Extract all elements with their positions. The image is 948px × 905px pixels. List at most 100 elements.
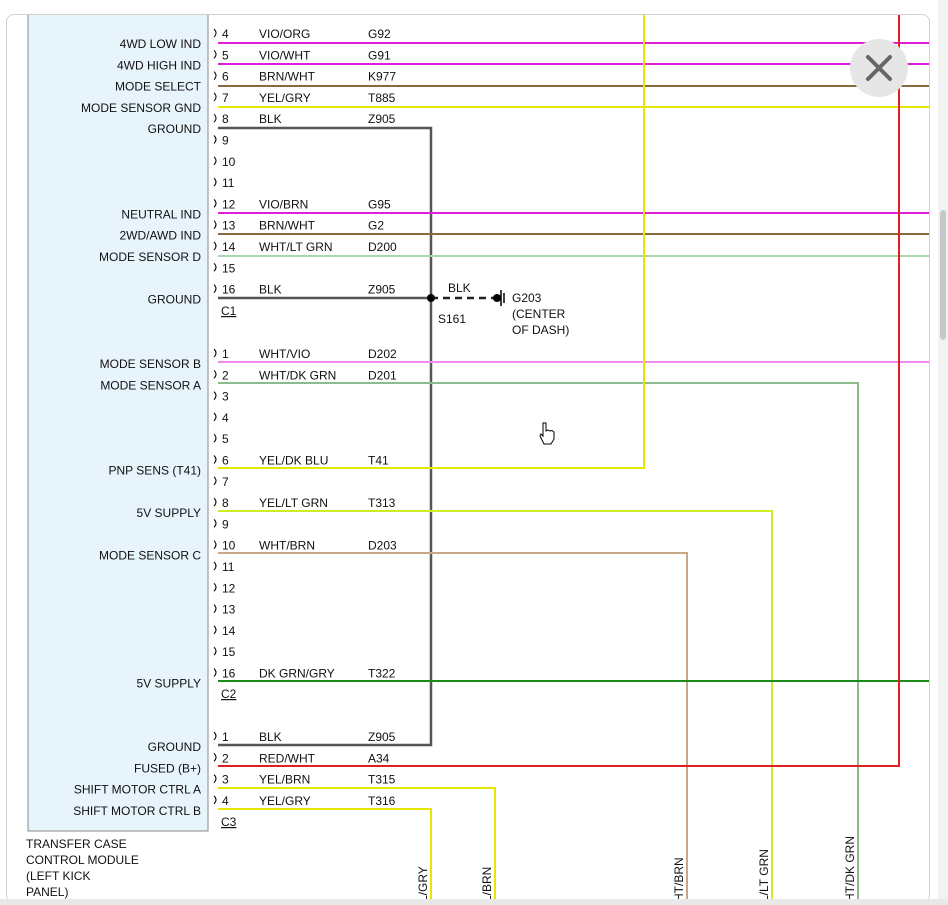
circuit-number: D200 <box>368 240 397 254</box>
circuit-number: T316 <box>368 794 396 808</box>
circuit-number: D202 <box>368 347 397 361</box>
circuit-number: G2 <box>368 219 384 233</box>
pin-number: 13 <box>222 219 236 233</box>
ground-location-2: OF DASH) <box>512 323 569 337</box>
pin-function-label: 4WD LOW IND <box>120 37 202 51</box>
pin-cavity-mark <box>213 262 217 272</box>
close-button[interactable] <box>850 39 908 97</box>
wire-color-code: WHT/DK GRN <box>259 368 336 382</box>
close-icon <box>866 55 892 81</box>
pin-cavity-mark <box>213 391 217 400</box>
pin-function-label: 5V SUPPLY <box>137 506 201 520</box>
pin-number: 1 <box>222 347 229 361</box>
wire-color-code: VIO/BRN <box>259 197 308 211</box>
pin-number: 16 <box>222 667 236 681</box>
circuit-number: K977 <box>368 70 396 84</box>
wire-c3-3 <box>218 787 496 902</box>
pin-cavity-mark <box>213 731 217 741</box>
wire-color-code: YEL/LT GRN <box>259 496 328 510</box>
pin-number: 15 <box>222 261 236 275</box>
pin-function-label: PNP SENS (T41) <box>109 464 201 478</box>
pin-number: 11 <box>222 560 235 574</box>
pin-cavity-mark <box>213 561 217 571</box>
pin-cavity-mark <box>213 113 217 123</box>
module-name-4: PANEL) <box>26 885 68 899</box>
pin-number: 15 <box>222 645 236 659</box>
circuit-number: Z905 <box>368 283 396 297</box>
wire-color-code: BLK <box>259 283 282 297</box>
pin-number: 16 <box>222 283 236 297</box>
bottom-label-5: HT/DK GRN <box>843 836 857 902</box>
pin-cavity-mark <box>213 156 217 166</box>
ground-id: G203 <box>512 291 542 305</box>
pin-number: 3 <box>222 390 229 404</box>
scrollbar-thumb[interactable] <box>940 210 946 340</box>
bottom-label-2: L/BRN <box>480 867 494 902</box>
pin-cavity-mark <box>213 646 217 656</box>
pin-cavity-mark <box>213 540 217 550</box>
pin-function-label: GROUND <box>148 122 202 136</box>
pin-cavity-mark <box>213 199 217 208</box>
circuit-number: G92 <box>368 27 391 41</box>
circuit-number: G95 <box>368 197 391 211</box>
pin-function-label: MODE SENSOR A <box>100 378 201 392</box>
hand-pointer-icon <box>539 422 555 445</box>
pin-function-label: 4WD HIGH IND <box>117 58 201 72</box>
splice-dot <box>427 294 435 302</box>
pin-number: 6 <box>222 454 229 468</box>
wire-color-code: VIO/WHT <box>259 48 311 62</box>
pin-function-label: GROUND <box>148 740 202 754</box>
pin-cavity-mark <box>213 284 217 293</box>
pin-cavity-mark <box>213 582 217 592</box>
pin-number: 2 <box>222 368 229 382</box>
pin-number: 14 <box>222 240 236 254</box>
wire-c2-6 <box>218 15 645 469</box>
pin-function-label: FUSED (B+) <box>134 761 201 775</box>
pin-function-label: GROUND <box>148 293 202 307</box>
circuit-number: Z905 <box>368 112 396 126</box>
scrollbar-track[interactable] <box>938 0 948 905</box>
circuit-number: T885 <box>368 91 396 105</box>
pin-cavity-mark <box>213 476 217 486</box>
pin-cavity-mark <box>213 49 217 59</box>
pin-cavity-mark <box>213 412 217 422</box>
wire-color-code: WHT/VIO <box>259 347 310 361</box>
pin-cavity-mark <box>213 135 217 144</box>
pin-function-label: MODE SENSOR D <box>99 250 201 264</box>
pin-cavity-mark <box>213 774 217 783</box>
pin-number: 13 <box>222 603 236 617</box>
pin-cavity-mark <box>213 752 217 762</box>
pin-function-label: MODE SELECT <box>115 80 202 94</box>
splice-wire-color: BLK <box>448 281 471 295</box>
pin-number: 4 <box>222 27 229 41</box>
circuit-number: T322 <box>368 667 396 681</box>
wire-c2-10 <box>218 552 688 902</box>
pin-number: 11 <box>222 176 235 190</box>
bottom-edge <box>0 899 948 905</box>
pin-number: 10 <box>222 539 236 553</box>
wire-color-code: DK GRN/GRY <box>259 667 335 681</box>
connector-id-c1: C1 <box>221 304 237 318</box>
wire-color-code: VIO/ORG <box>259 27 310 41</box>
circuit-number: T313 <box>368 496 396 510</box>
pin-number: 3 <box>222 773 229 787</box>
module-box <box>27 15 209 832</box>
module-name-3: (LEFT KICK <box>26 869 90 883</box>
wire-color-code: YEL/GRY <box>259 794 311 808</box>
pin-cavity-mark <box>213 455 217 464</box>
pin-number: 9 <box>222 517 229 531</box>
pin-number: 7 <box>222 475 229 489</box>
pin-cavity-mark <box>213 28 217 38</box>
pin-function-label: 5V SUPPLY <box>137 677 201 691</box>
wire-color-code: YEL/BRN <box>259 773 310 787</box>
wire-color-code: YEL/GRY <box>259 91 311 105</box>
pin-number: 14 <box>222 624 236 638</box>
pin-cavity-mark <box>213 177 217 187</box>
module-name-2: CONTROL MODULE <box>26 853 139 867</box>
pin-number: 12 <box>222 581 236 595</box>
pin-number: 7 <box>222 91 229 105</box>
wire-c2-2 <box>218 382 859 902</box>
